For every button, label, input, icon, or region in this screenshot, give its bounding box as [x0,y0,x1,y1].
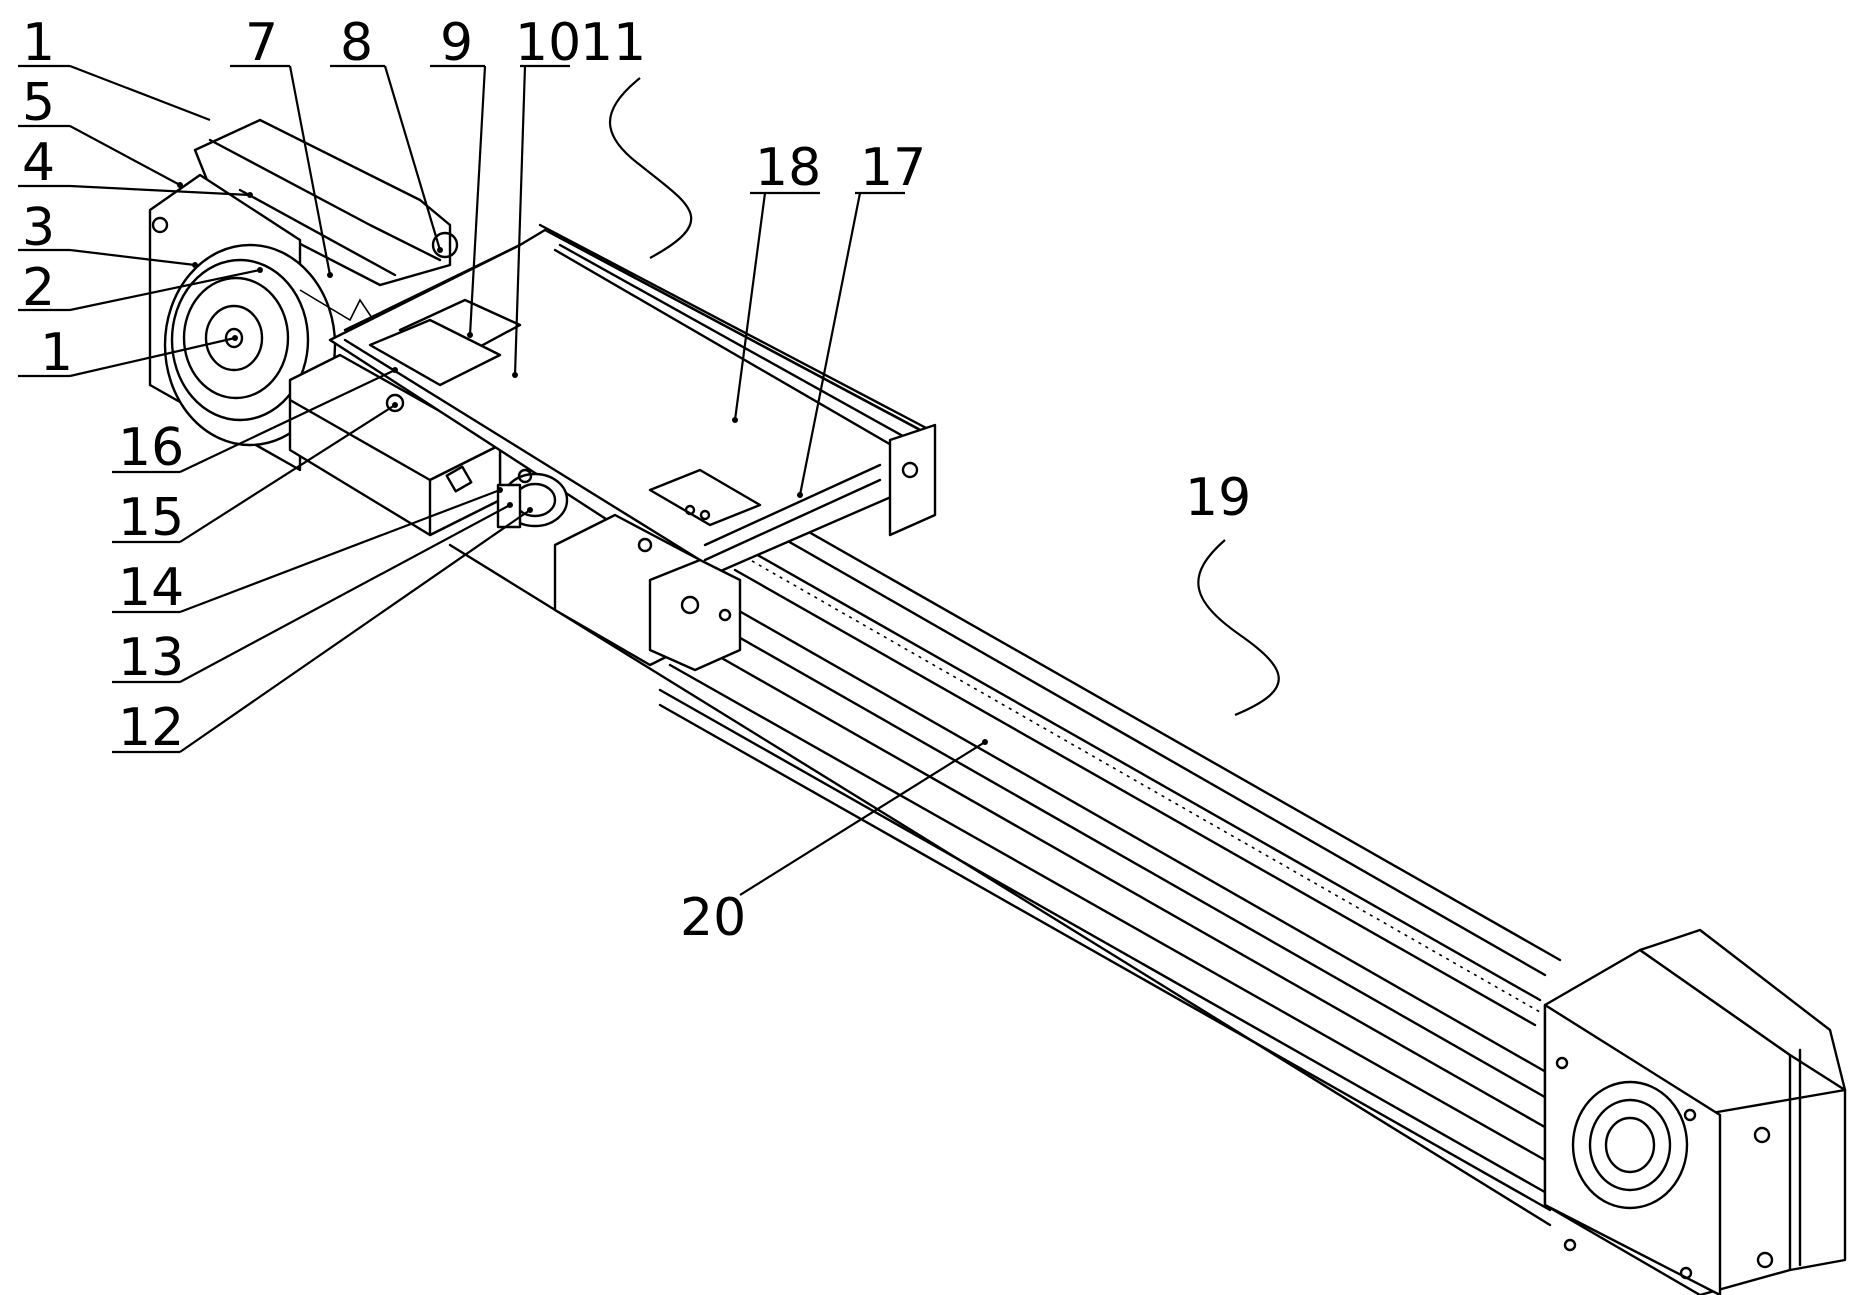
front-carriage-block [553,513,742,672]
label-3: 3 [22,198,55,258]
label-12: 12 [118,698,184,758]
label-7: 7 [245,13,278,73]
left-drive-housing [148,118,459,472]
label-4: 4 [22,133,55,193]
carriage-plate [328,223,937,582]
leader-19 [1197,539,1280,717]
label-20: 20 [680,888,746,948]
label-10: 10 [515,13,581,73]
callout-labels: 1 5 4 3 2 1 7 8 9 10 [18,13,1280,948]
label-6: 1 [22,13,55,73]
label-8: 8 [340,13,373,73]
label-11: 11 [580,13,646,73]
label-15: 15 [118,488,184,548]
leader-20 [739,741,986,896]
label-2: 2 [22,258,55,318]
label-17: 17 [860,138,926,198]
label-13: 13 [118,628,184,688]
label-1: 1 [40,323,73,383]
rail-body [448,468,1562,1227]
label-18: 18 [755,138,821,198]
right-end-cap [1543,928,1847,1295]
leader-11 [608,77,693,259]
label-16: 16 [118,418,184,478]
label-14: 14 [118,558,184,618]
label-19: 19 [1185,468,1251,528]
label-9: 9 [440,13,473,73]
label-5: 5 [22,73,55,133]
